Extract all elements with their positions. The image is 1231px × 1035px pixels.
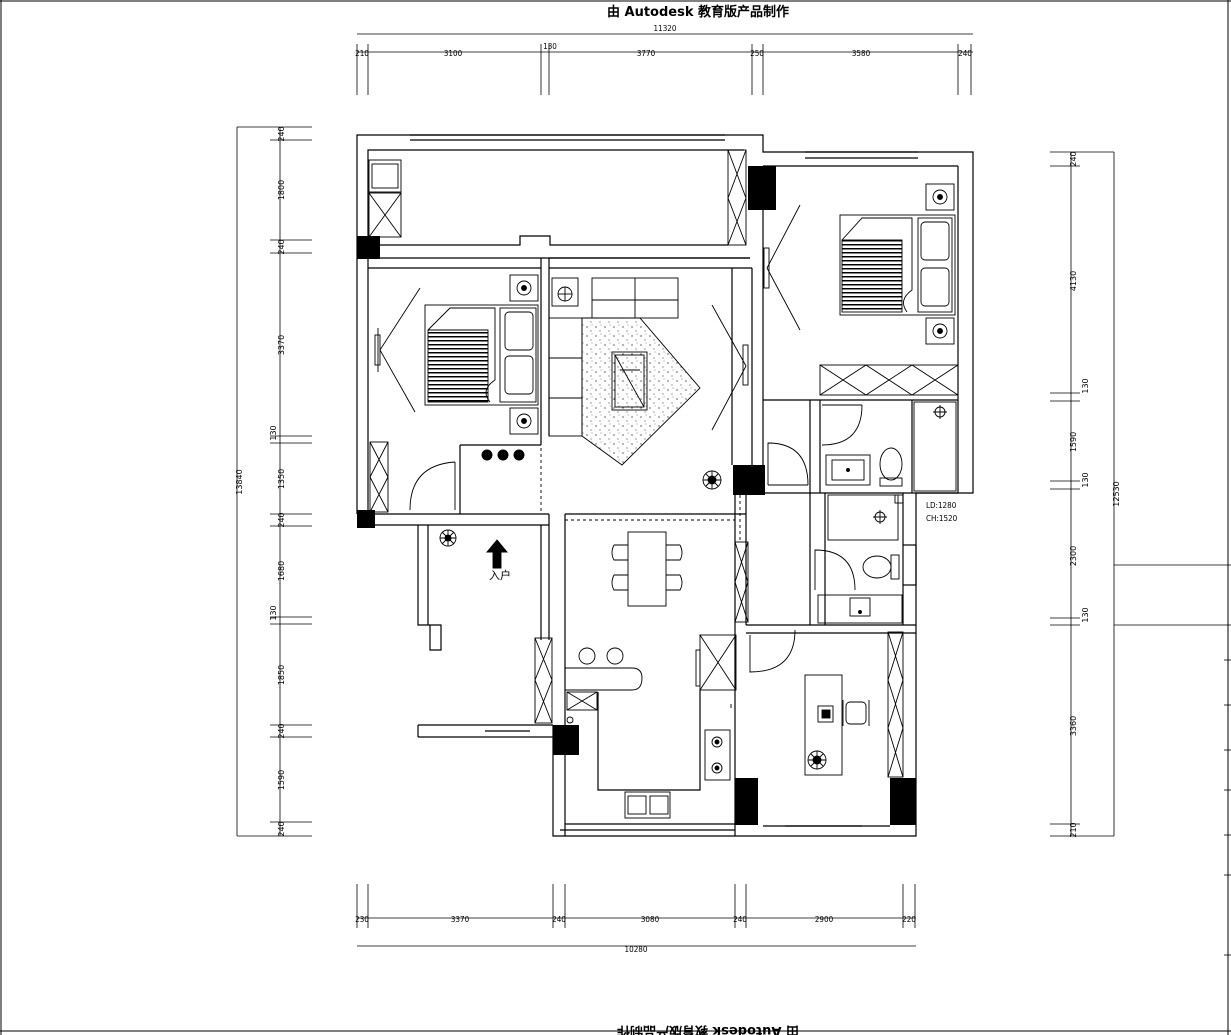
bathroom-upper bbox=[767, 401, 957, 492]
dim-left-seg-12: 1590 bbox=[277, 770, 286, 790]
dim-top-seg-6: 3580 bbox=[852, 49, 871, 58]
dining-area bbox=[565, 495, 749, 819]
dim-top-total: 11320 bbox=[654, 24, 677, 33]
right-dimension-chain bbox=[1050, 151, 1231, 837]
dim-left-seg-11: 240 bbox=[277, 723, 286, 738]
dim-right-seg-6: 2300 bbox=[1069, 546, 1078, 566]
dim-left-seg-10: 1850 bbox=[277, 665, 286, 685]
dim-left-seg-5: 130 bbox=[269, 425, 278, 440]
entrance-area bbox=[439, 529, 553, 724]
balcony-storage bbox=[368, 149, 747, 246]
sheet-header-title: 由 Autodesk 教育版产品制作 bbox=[607, 4, 789, 20]
dim-right-total: 12530 bbox=[1112, 481, 1121, 506]
dim-right-seg-3: 130 bbox=[1081, 378, 1090, 393]
dim-right-seg-9: 210 bbox=[1069, 822, 1078, 837]
study-room bbox=[749, 629, 904, 778]
dim-top-seg-2: 3100 bbox=[444, 49, 463, 58]
sheet-footer-title: 由 Autodesk 教育版产品制作 bbox=[617, 1023, 799, 1035]
left-dimension-chain bbox=[236, 126, 312, 837]
dim-top-seg-3: 130 bbox=[543, 42, 557, 51]
dim-top-seg-5: 250 bbox=[750, 49, 764, 58]
walls bbox=[356, 134, 974, 837]
dim-left-seg-7: 240 bbox=[277, 512, 286, 527]
bedroom-left bbox=[369, 274, 539, 513]
dim-bottom-seg-1: 230 bbox=[355, 915, 369, 924]
entrance-label: 入户 bbox=[489, 568, 511, 582]
dim-left-seg-3: 240 bbox=[277, 239, 286, 254]
bottom-dimension-chain bbox=[356, 884, 916, 947]
living-room bbox=[481, 277, 749, 514]
sheet-footer-title-group: 由 Autodesk 教育版产品制作 bbox=[617, 1023, 799, 1035]
dim-left-seg-6: 1350 bbox=[277, 469, 286, 489]
label-ch: CH:1520 bbox=[926, 514, 958, 523]
dim-right-seg-4: 1590 bbox=[1069, 432, 1078, 452]
label-ld: LD:1280 bbox=[926, 501, 957, 510]
dim-right-seg-2: 4130 bbox=[1069, 271, 1078, 291]
dim-right-seg-8: 3360 bbox=[1069, 716, 1078, 736]
dim-left-seg-8: 1680 bbox=[277, 561, 286, 581]
right-dimension-texts: 12530 240 4130 130 1590 130 2300 130 336… bbox=[1069, 151, 1121, 837]
dim-top-seg-1: 210 bbox=[355, 49, 369, 58]
dim-left-seg-1: 240 bbox=[277, 126, 286, 141]
dim-bottom-seg-5: 240 bbox=[733, 915, 747, 924]
left-dimension-texts: 13840 240 1800 240 3370 130 1350 240 168… bbox=[235, 126, 286, 836]
dim-right-seg-1: 240 bbox=[1069, 151, 1078, 166]
dim-bottom-seg-3: 240 bbox=[552, 915, 566, 924]
edge-ticks bbox=[1224, 659, 1231, 956]
dim-bottom-seg-2: 3370 bbox=[451, 915, 470, 924]
dim-left-seg-2: 1800 bbox=[277, 180, 286, 200]
dim-left-total: 13840 bbox=[235, 469, 244, 494]
bedroom-right bbox=[763, 183, 959, 396]
dim-right-seg-7: 130 bbox=[1081, 607, 1090, 622]
dim-left-seg-9: 130 bbox=[269, 605, 278, 620]
dim-bottom-total: 10280 bbox=[625, 945, 648, 954]
dim-bottom-seg-7: 220 bbox=[902, 915, 916, 924]
dim-left-seg-13: 240 bbox=[277, 821, 286, 836]
dim-bottom-seg-6: 2900 bbox=[815, 915, 834, 924]
dim-top-seg-4: 3770 bbox=[637, 49, 656, 58]
dim-left-seg-4: 3370 bbox=[277, 335, 286, 355]
structural-columns bbox=[357, 166, 916, 825]
top-dimension-chain bbox=[356, 33, 973, 95]
bathroom-lower bbox=[814, 494, 904, 624]
dim-right-seg-5: 130 bbox=[1081, 472, 1090, 487]
dim-bottom-seg-4: 3080 bbox=[641, 915, 660, 924]
dim-top-seg-7: 240 bbox=[958, 49, 972, 58]
